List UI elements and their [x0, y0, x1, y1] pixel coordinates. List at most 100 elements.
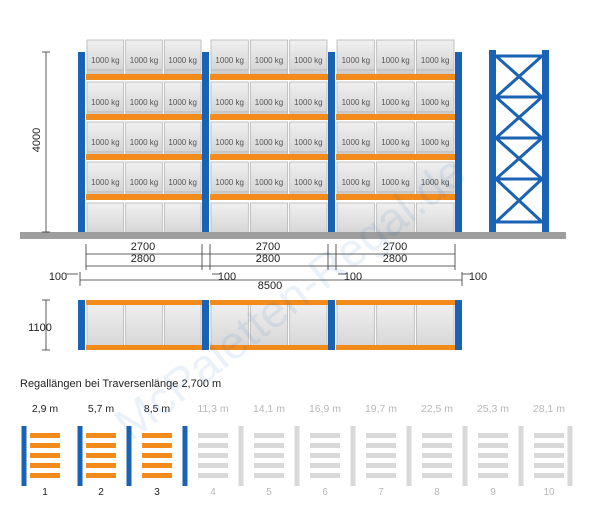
rack-length-label: 5,7 m [88, 403, 115, 415]
pallet-base [125, 69, 163, 75]
rack-length-label: 8,5 m [144, 403, 171, 415]
pallet-base [164, 69, 202, 75]
load-label: 1000 kg [168, 178, 196, 187]
load-label: 1000 kg [381, 56, 409, 65]
beam-dimension-label-2: 2700 [256, 241, 280, 253]
upright-top [455, 300, 462, 350]
pallet-load [289, 39, 328, 71]
pallet-load [249, 39, 289, 71]
pallet-base [250, 69, 288, 75]
beam [86, 74, 202, 80]
mid-gap-label-1: 100 [218, 271, 236, 283]
bay-count-label: 8 [434, 487, 440, 498]
pallet-load [289, 81, 328, 113]
upright-top [78, 300, 85, 350]
load-label: 1000 kg [381, 138, 409, 147]
shelf-beam-icon [534, 443, 564, 448]
beam [336, 194, 455, 200]
rack-length-label: 22,5 m [421, 403, 453, 415]
shelf-beam-icon [30, 453, 60, 458]
pallet-top [376, 302, 415, 348]
pallet-load [210, 39, 249, 71]
shelf-beam-icon [422, 443, 452, 448]
upright-icon [462, 426, 468, 486]
rack-length-label: 28,1 m [533, 403, 565, 415]
upright-icon [77, 426, 83, 486]
rack-length-label: 2,9 m [32, 403, 59, 415]
upright [328, 52, 335, 232]
pallet-base [376, 69, 415, 75]
shelf-beam-icon [254, 453, 284, 458]
shelf-beam-icon [478, 463, 508, 468]
upright-icon [518, 426, 524, 486]
pallet-load [163, 39, 202, 71]
bay-dimension-label-3: 2800 [383, 253, 407, 265]
pallet-load [376, 121, 415, 153]
rack-length-label: 16,9 m [309, 403, 341, 415]
pallet-load [125, 161, 163, 193]
bay-dimension-label-1: 2800 [131, 253, 155, 265]
bay-dimension-label-2: 2800 [256, 253, 280, 265]
upright [78, 52, 85, 232]
load-label: 1000 kg [215, 56, 243, 65]
load-label: 1000 kg [130, 138, 158, 147]
shelf-beam-icon [142, 443, 172, 448]
upright-top [202, 300, 209, 350]
load-label: 1000 kg [91, 178, 119, 187]
shelf-beam-icon [30, 443, 60, 448]
pallet-load [163, 161, 202, 193]
beam [336, 74, 455, 80]
pallet-base [86, 69, 124, 75]
shelf-beam-icon [422, 463, 452, 468]
upright [455, 52, 462, 232]
pallet-load [249, 202, 289, 234]
load-label: 1000 kg [91, 138, 119, 147]
load-label: 1000 kg [381, 98, 409, 107]
beam [86, 114, 202, 120]
load-label: 1000 kg [421, 56, 449, 65]
shelf-beam-icon [366, 433, 396, 438]
beam [336, 154, 455, 160]
dimension-lines: 4000 2700 2700 2700 2800 2800 2800 100 1… [28, 51, 487, 351]
beam-top [336, 300, 455, 305]
shelf-beam-icon [534, 463, 564, 468]
load-label: 1000 kg [294, 138, 322, 147]
shelf-beam-icon [366, 463, 396, 468]
shelf-beam-icon [30, 463, 60, 468]
pallet-load [163, 81, 202, 113]
upright-icon [126, 426, 132, 486]
load-label: 1000 kg [130, 56, 158, 65]
shelf-beam-icon [198, 473, 228, 478]
pallet-top [125, 302, 163, 348]
upright-icon [406, 426, 412, 486]
shelf-beam-icon [86, 433, 116, 438]
rack-length-label: 14,1 m [253, 403, 285, 415]
pallet-load [86, 161, 125, 193]
floor [20, 232, 566, 239]
load-label: 1000 kg [255, 56, 283, 65]
shelf-beam-icon [30, 433, 60, 438]
rack-length-label: 19,7 m [365, 403, 397, 415]
shelf-beam-icon [310, 433, 340, 438]
pallet-load [86, 39, 125, 71]
shelf-beam-icon [534, 453, 564, 458]
load-label: 1000 kg [421, 178, 449, 187]
pallet-load [415, 202, 455, 234]
bay-count-label: 10 [543, 487, 555, 498]
load-label: 1000 kg [168, 98, 196, 107]
load-label: 1000 kg [421, 98, 449, 107]
pallet-base [416, 69, 455, 75]
shelf-beam-icon [86, 473, 116, 478]
shelf-beam-icon [478, 443, 508, 448]
end-gap-right-label: 100 [469, 271, 487, 283]
frame-brace [495, 136, 543, 181]
shelf-beam-icon [422, 473, 452, 478]
bay-count-label: 1 [42, 487, 48, 498]
upright-icon [238, 426, 244, 486]
pallet-top [86, 302, 125, 348]
pallet-load [163, 202, 202, 234]
shelf-beam-icon [198, 443, 228, 448]
pallet-load [210, 161, 249, 193]
